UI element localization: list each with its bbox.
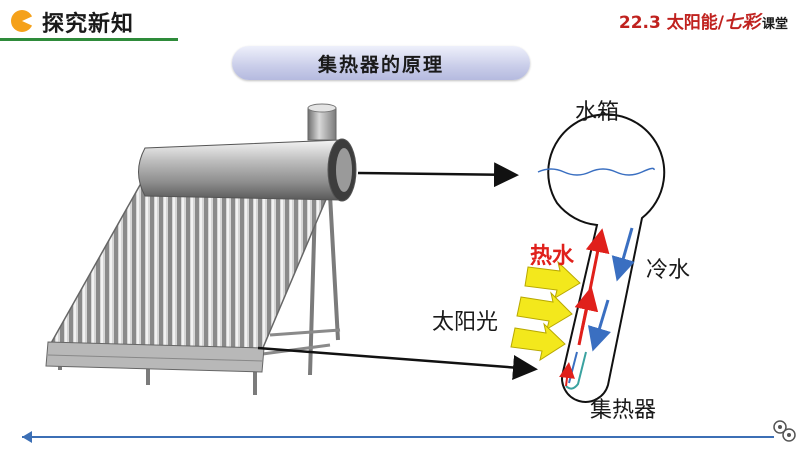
cold-flow-arrow	[587, 299, 611, 352]
sunlight-label: 太阳光	[432, 310, 499, 335]
brand-sub: 课堂	[761, 17, 788, 32]
brand-logo: 七彩	[723, 12, 760, 33]
film-reel-icon[interactable]	[772, 418, 796, 444]
diagram-title: 集热器的原理	[232, 46, 530, 80]
water-tank-label: 水箱	[575, 100, 620, 125]
collector-pointer-arrow	[257, 346, 538, 380]
back-arrow-icon[interactable]	[20, 430, 34, 444]
lesson-header: 22.3 太阳能/七彩课堂	[619, 8, 788, 34]
collector-schematic	[537, 113, 666, 403]
header-section: 探究新知	[0, 0, 185, 42]
footer-divider	[22, 436, 774, 438]
lesson-title: 太阳能/	[666, 13, 724, 33]
header-underline	[0, 38, 178, 41]
cold-flow-arrow	[611, 227, 635, 282]
tank-pointer-arrow	[357, 162, 519, 188]
collector-label: 集热器	[590, 398, 657, 423]
lesson-number: 22.3	[618, 13, 661, 33]
solar-water-heater-illustration	[45, 103, 357, 395]
pie-logo-icon	[11, 10, 34, 32]
cold-water-label: 冷水	[646, 258, 691, 283]
section-title: 探究新知	[42, 12, 135, 37]
hot-flow-arrow	[574, 286, 599, 331]
hot-water-label: 热水	[530, 244, 575, 269]
sunlight-arrows	[510, 260, 581, 362]
